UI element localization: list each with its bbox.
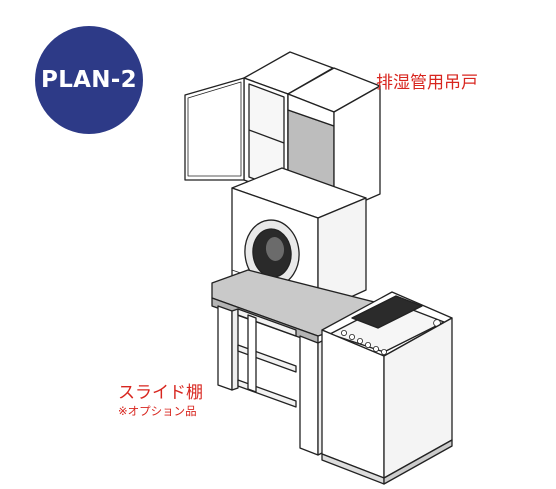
plan-badge-text: PLAN-2 bbox=[41, 67, 137, 93]
wall-cabinet-label: 排湿管用吊戸 bbox=[376, 73, 478, 93]
slide-shelf-label: スライド棚 bbox=[118, 383, 203, 403]
washing-machine bbox=[321, 291, 453, 485]
control-buttons bbox=[340, 319, 441, 355]
option-note: ※オプション品 bbox=[118, 404, 197, 418]
plan-badge: PLAN-2 bbox=[35, 26, 143, 134]
open-door bbox=[184, 77, 245, 181]
wall-cabinet bbox=[184, 51, 381, 215]
